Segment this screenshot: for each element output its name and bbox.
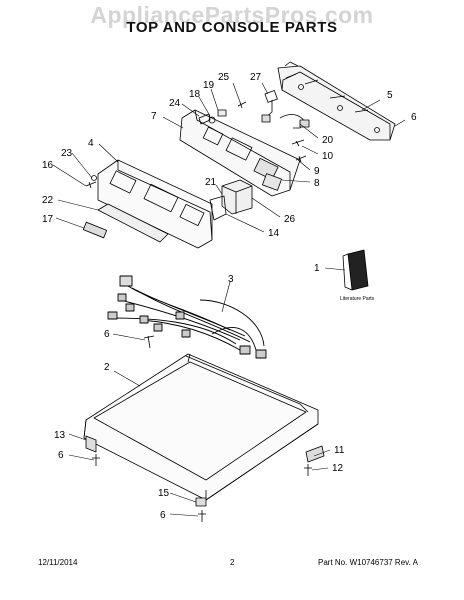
knob-part-18	[208, 116, 216, 124]
callout-6-top: 6	[411, 112, 417, 123]
callout-19: 19	[203, 80, 215, 91]
screw-part-9	[295, 155, 307, 163]
overlay-part-17	[82, 221, 108, 239]
screw-part-6-harness	[143, 335, 155, 349]
screw-part-6-left	[92, 454, 100, 466]
callout-22: 22	[42, 195, 54, 206]
callout-27: 27	[250, 72, 262, 83]
callout-21: 21	[205, 177, 217, 188]
overlay-part-22	[97, 203, 169, 243]
callout-5: 5	[387, 90, 393, 101]
screw-part-12	[304, 464, 312, 476]
console-top-part-5	[277, 61, 396, 141]
callout-23: 23	[61, 148, 73, 159]
callout-18: 18	[189, 89, 201, 100]
callout-6-left: 6	[58, 450, 64, 461]
callout-11: 11	[334, 445, 345, 456]
callout-26: 26	[284, 214, 296, 225]
callout-2: 2	[104, 362, 110, 373]
screw-part-16	[85, 181, 97, 189]
callout-1: 1	[314, 263, 320, 274]
literature-part-1	[342, 249, 369, 291]
screw-part-6-bottom	[198, 510, 206, 522]
footer-date: 12/11/2014	[38, 558, 78, 567]
top-panel-part-2	[83, 353, 319, 501]
screw-part-25	[237, 101, 247, 109]
button-part-24	[198, 113, 211, 125]
knob-part-19	[217, 109, 227, 117]
screw-part-10	[291, 139, 305, 147]
end-cap-part-13	[85, 435, 97, 453]
end-cap-part-11	[305, 445, 325, 463]
page-title: TOP AND CONSOLE PARTS	[126, 19, 338, 36]
callout-6-bottom: 6	[160, 510, 166, 521]
callout-16: 16	[42, 160, 54, 171]
clip-part-15	[195, 497, 207, 507]
wire-harness-part-3	[107, 275, 267, 359]
switch-part-8	[262, 173, 282, 191]
callout-15: 15	[158, 488, 170, 499]
callout-8: 8	[314, 178, 320, 189]
callout-17: 17	[42, 214, 54, 225]
callout-14: 14	[268, 228, 280, 239]
callout-7: 7	[151, 111, 157, 122]
console-panel-part-4	[97, 159, 213, 249]
callout-12: 12	[332, 463, 344, 474]
callout-6-harness: 6	[104, 329, 110, 340]
footer-part-number: Part No. W10746737 Rev. A	[318, 558, 418, 567]
literature-label: Literature Parts	[340, 296, 375, 302]
fastener-part-23	[91, 175, 97, 181]
watermark: AppliancePartsPros.com	[90, 2, 374, 28]
callout-24: 24	[169, 98, 181, 109]
callout-13: 13	[54, 430, 66, 441]
callout-4: 4	[88, 138, 94, 149]
callout-10: 10	[322, 151, 334, 162]
callout-9: 9	[314, 166, 320, 177]
connector-part-27	[261, 90, 278, 123]
footer-page: 2	[230, 558, 235, 567]
callout-3: 3	[228, 274, 234, 285]
callout-20: 20	[322, 135, 334, 146]
callout-25: 25	[218, 72, 230, 83]
switch-assembly-part-21-26-14	[209, 179, 253, 221]
